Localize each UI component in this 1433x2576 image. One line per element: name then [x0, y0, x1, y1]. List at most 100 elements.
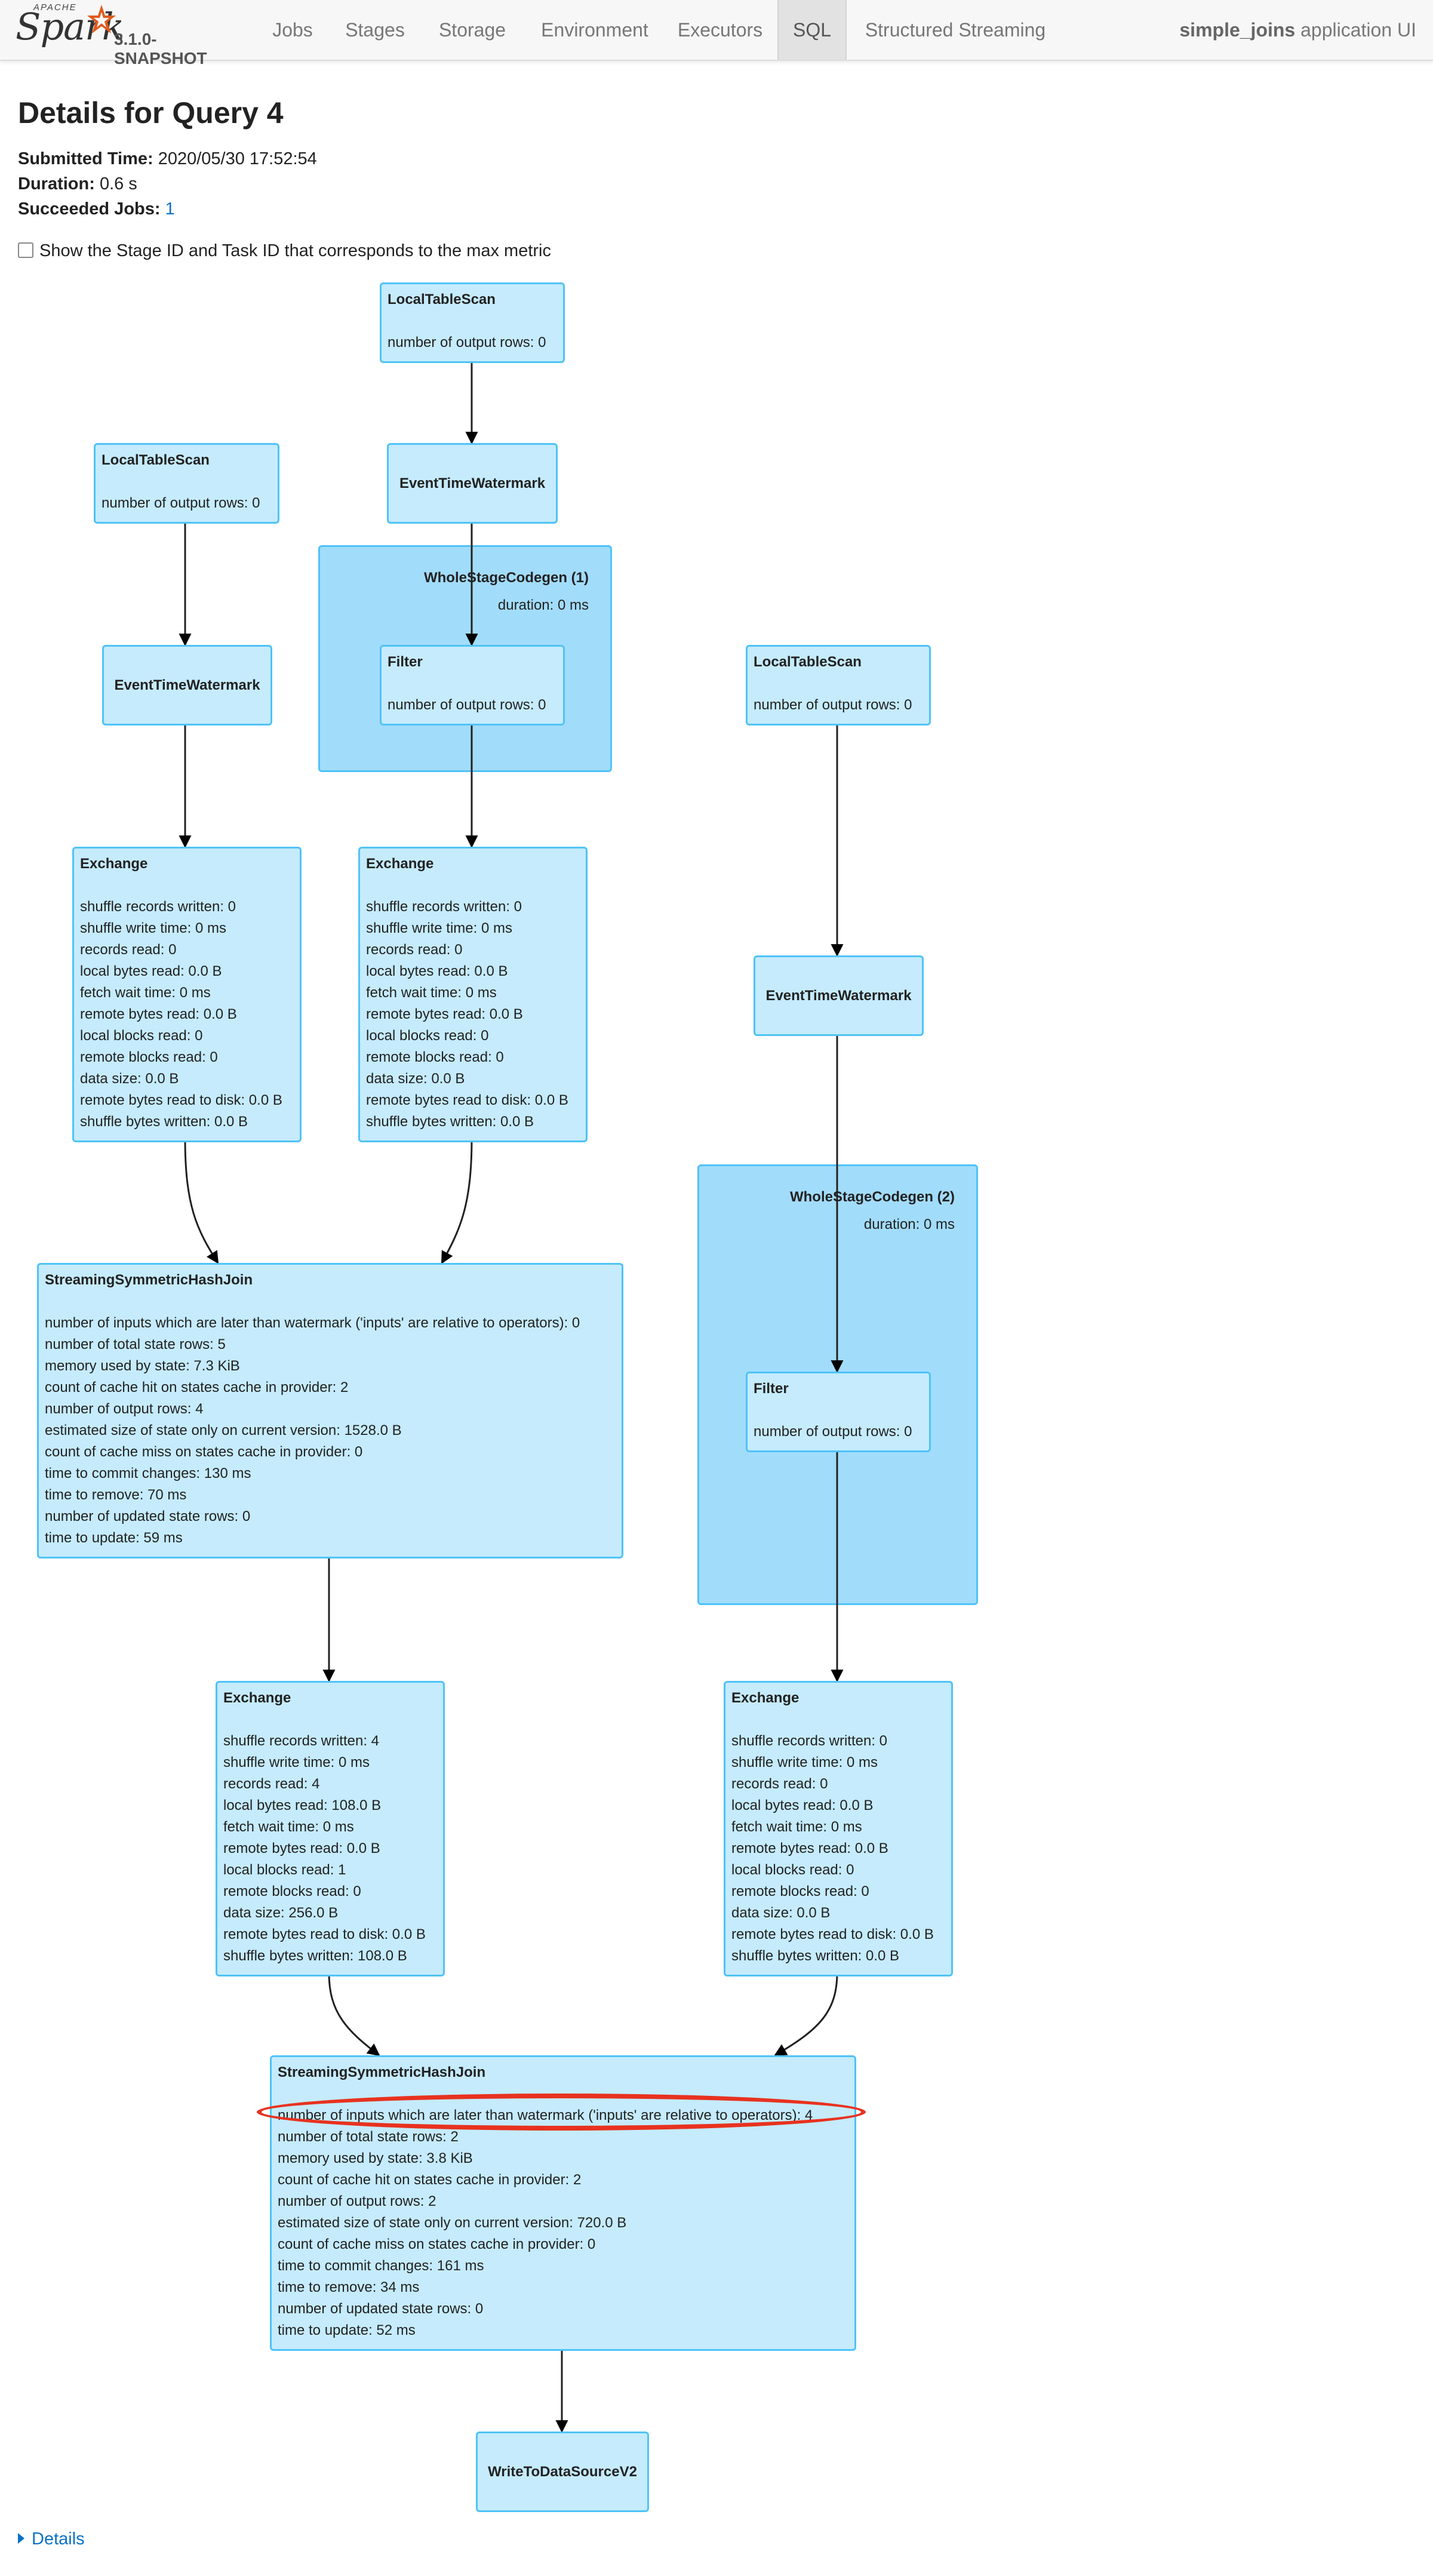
node-metrics: shuffle records written: 0 shuffle write… — [731, 1730, 934, 1967]
tab-executors[interactable]: Executors — [677, 19, 763, 41]
metric: local bytes read: 108.0 B — [223, 1797, 382, 1813]
spark-star-icon — [87, 5, 116, 33]
metric: memory used by state: 7.3 KiB — [45, 1358, 240, 1374]
exchange-node[interactable]: Exchange shuffle records written: 0 shuf… — [72, 847, 302, 1142]
spark-version: 3.1.0-SNAPSHOT — [114, 30, 207, 67]
brand-apache-text: APACHE — [33, 2, 77, 13]
metric: time to remove: 70 ms — [45, 1487, 187, 1503]
node-title: StreamingSymmetricHashJoin — [278, 2064, 486, 2080]
tab-storage[interactable]: Storage — [438, 19, 506, 41]
eventtimewatermark-node[interactable]: EventTimeWatermark — [102, 645, 272, 726]
metric: number of inputs which are later than wa… — [45, 1315, 580, 1331]
node-metrics: number of output rows: 0 — [754, 694, 912, 716]
metric: remote blocks read: 0 — [223, 1883, 361, 1899]
metric: records read: 4 — [223, 1776, 320, 1792]
metric: local bytes read: 0.0 B — [731, 1797, 874, 1813]
metric: number of output rows: 0 — [754, 697, 912, 713]
metric: shuffle bytes written: 108.0 B — [223, 1948, 407, 1964]
eventtimewatermark-node[interactable]: EventTimeWatermark — [387, 443, 558, 524]
cluster-duration: duration: 0 ms — [497, 597, 589, 613]
metric: local blocks read: 0 — [80, 1028, 203, 1044]
localtablescan-node[interactable]: LocalTableScan number of output rows: 0 — [380, 282, 565, 363]
edge — [184, 1138, 219, 1264]
metric: time to update: 52 ms — [278, 2322, 416, 2338]
tab-sql[interactable]: SQL — [777, 0, 847, 60]
filter-node[interactable]: Filter number of output rows: 0 — [746, 1372, 931, 1452]
node-title: Exchange — [80, 856, 148, 872]
app-name: simple_joins — [1179, 19, 1296, 41]
exchange-node[interactable]: Exchange shuffle records written: 0 shuf… — [358, 847, 588, 1142]
highlight-ellipse — [257, 2094, 866, 2131]
metric: shuffle bytes written: 0.0 B — [80, 1114, 248, 1130]
metric: records read: 0 — [80, 942, 177, 958]
metric: remote bytes read: 0.0 B — [366, 1006, 523, 1022]
succeeded-job-link[interactable]: 1 — [165, 199, 175, 219]
metric: remote bytes read to disk: 0.0 B — [366, 1092, 568, 1108]
metric: remote blocks read: 0 — [366, 1049, 504, 1065]
max-metric-checkbox[interactable] — [18, 242, 33, 258]
succeeded-label: Succeeded Jobs: — [18, 199, 161, 219]
node-title: EventTimeWatermark — [765, 987, 912, 1004]
tab-environment[interactable]: Environment — [541, 19, 648, 41]
metric: local blocks read: 1 — [223, 1862, 346, 1878]
metric: memory used by state: 3.8 KiB — [278, 2150, 473, 2166]
metric: local blocks read: 0 — [366, 1028, 489, 1044]
metric: shuffle write time: 0 ms — [731, 1754, 878, 1770]
metric: shuffle records written: 0 — [366, 899, 522, 915]
spark-logo[interactable]: Spark APACHE 3.1.0-SNAPSHOT — [16, 2, 242, 67]
metric: number of output rows: 0 — [102, 495, 260, 511]
metric: shuffle bytes written: 0.0 B — [366, 1114, 534, 1130]
page-title: Details for Query 4 — [18, 96, 284, 130]
metric: number of output rows: 4 — [45, 1401, 204, 1417]
details-toggle[interactable]: Details — [18, 2529, 85, 2549]
node-metrics: number of inputs which are later than wa… — [45, 1312, 580, 1549]
metric: number of updated state rows: 0 — [45, 1508, 251, 1524]
writetodatasourcev2-node[interactable]: WriteToDataSourceV2 — [476, 2431, 649, 2512]
details-label: Details — [32, 2529, 85, 2549]
metric: shuffle bytes written: 0.0 B — [731, 1948, 900, 1964]
submitted-label: Submitted Time: — [18, 149, 153, 168]
metric: fetch wait time: 0 ms — [80, 985, 211, 1001]
metric: time to commit changes: 161 ms — [278, 2258, 484, 2274]
cluster-title: WholeStageCodegen (1) — [423, 570, 589, 586]
node-title: Exchange — [366, 856, 434, 872]
exchange-node[interactable]: Exchange shuffle records written: 0 shuf… — [724, 1681, 953, 1976]
metric: number of output rows: 2 — [278, 2193, 436, 2209]
metric: shuffle write time: 0 ms — [80, 920, 226, 936]
tab-structured-streaming[interactable]: Structured Streaming — [865, 19, 1046, 41]
edge — [441, 1138, 473, 1264]
succeeded-jobs: Succeeded Jobs: 1 — [18, 199, 175, 219]
metric: estimated size of state only on current … — [45, 1422, 402, 1438]
metric: data size: 0.0 B — [731, 1905, 831, 1921]
metric: remote bytes read: 0.0 B — [223, 1840, 380, 1856]
metric: fetch wait time: 0 ms — [731, 1819, 862, 1835]
node-title: LocalTableScan — [754, 654, 862, 670]
node-title: LocalTableScan — [388, 291, 496, 308]
submitted-value: 2020/05/30 17:52:54 — [158, 149, 317, 168]
node-title: LocalTableScan — [102, 452, 210, 468]
node-metrics: number of output rows: 0 — [388, 694, 546, 716]
localtablescan-node[interactable]: LocalTableScan number of output rows: 0 — [94, 443, 279, 524]
duration-label: Duration: — [18, 174, 95, 193]
metric: shuffle write time: 0 ms — [366, 920, 512, 936]
metric: remote bytes read to disk: 0.0 B — [731, 1926, 934, 1942]
metric: number of output rows: 0 — [754, 1424, 912, 1440]
metric: remote bytes read: 0.0 B — [731, 1840, 888, 1856]
node-title: WriteToDataSourceV2 — [488, 2463, 637, 2480]
cluster-duration: duration: 0 ms — [863, 1216, 955, 1232]
app-suffix: application UI — [1300, 19, 1416, 41]
localtablescan-node[interactable]: LocalTableScan number of output rows: 0 — [746, 645, 931, 726]
tab-stages[interactable]: Stages — [345, 19, 405, 41]
eventtimewatermark-node[interactable]: EventTimeWatermark — [754, 955, 924, 1036]
metric: count of cache miss on states cache in p… — [45, 1444, 363, 1460]
streaming-symmetric-hash-join-node[interactable]: StreamingSymmetricHashJoin number of inp… — [37, 1263, 623, 1558]
exchange-node[interactable]: Exchange shuffle records written: 4 shuf… — [216, 1681, 445, 1976]
metric: number of output rows: 0 — [388, 697, 546, 713]
metric: local blocks read: 0 — [731, 1862, 854, 1878]
filter-node[interactable]: Filter number of output rows: 0 — [380, 645, 565, 726]
metric: count of cache hit on states cache in pr… — [278, 2172, 582, 2188]
tab-jobs[interactable]: Jobs — [272, 19, 313, 41]
duration-value: 0.6 s — [99, 174, 137, 193]
node-title: Exchange — [731, 1690, 799, 1706]
